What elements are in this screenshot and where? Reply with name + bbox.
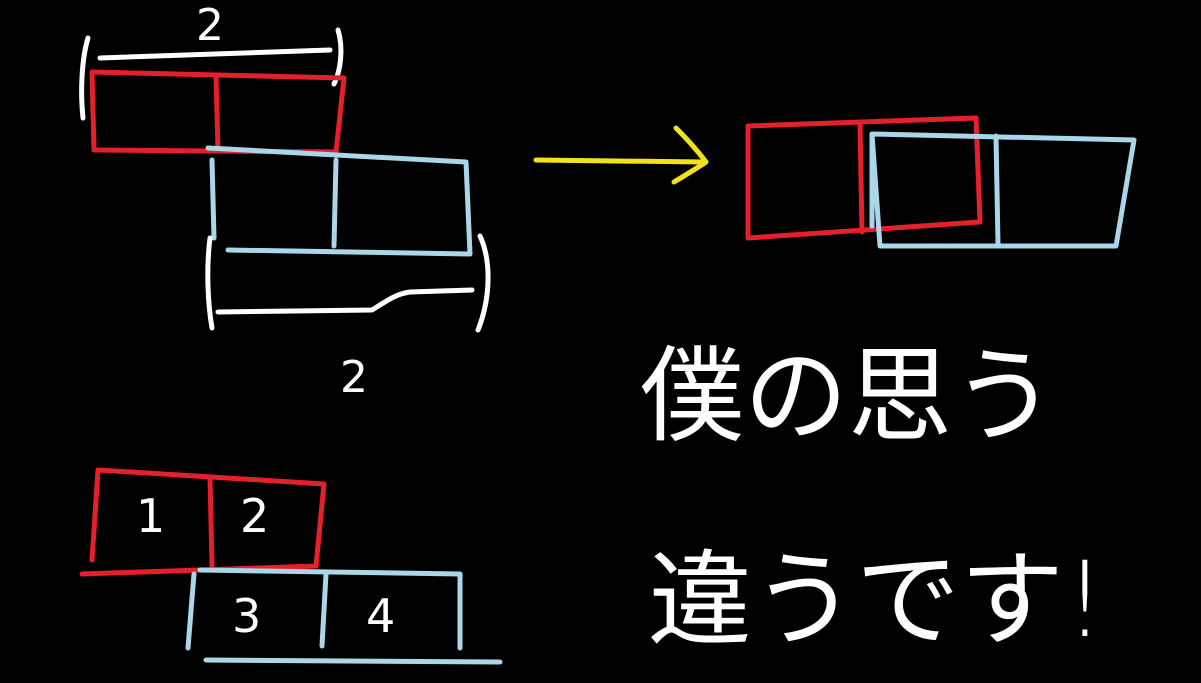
top-width-bracket [79, 27, 344, 121]
yellow-arrow [533, 125, 709, 185]
blue-bar [205, 145, 473, 257]
merged-red-bar [745, 115, 983, 241]
cell-3-label: 3 [232, 589, 261, 643]
caption: 僕の思う 違うです! [640, 335, 1106, 661]
caption-line-1: 僕の思う [640, 335, 1056, 457]
merged-blue-bar [869, 131, 1137, 249]
merged-diagram [745, 115, 1137, 249]
bottom-width-label: 2 [340, 352, 368, 403]
numbered-red-bar [79, 467, 327, 577]
cell-1-label: 1 [136, 489, 165, 543]
numbered-diagram: 1 2 3 4 [79, 467, 503, 665]
top-diagram: 2 2 [79, 0, 491, 403]
numbered-blue-bar [185, 567, 503, 665]
cell-2-label: 2 [240, 489, 269, 543]
red-bar [89, 69, 347, 155]
top-width-label: 2 [196, 0, 224, 51]
bottom-width-bracket [205, 233, 491, 333]
caption-line-2: 違うです! [648, 539, 1106, 661]
cell-4-label: 4 [366, 589, 395, 643]
